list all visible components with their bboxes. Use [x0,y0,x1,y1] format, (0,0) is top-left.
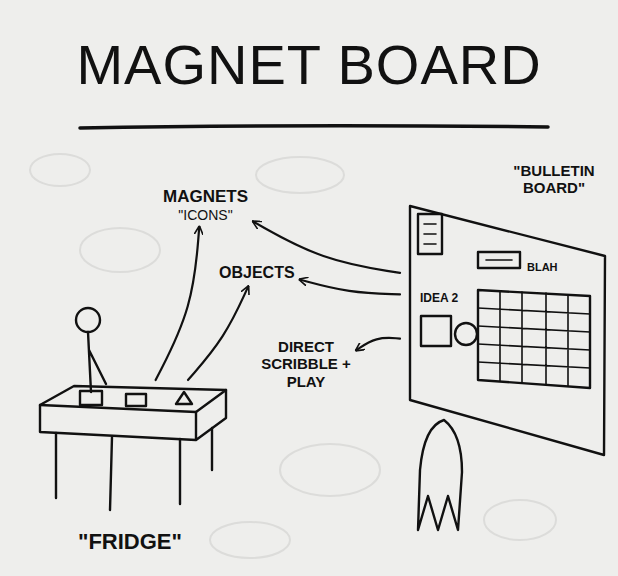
table-triangle [176,392,192,404]
texture-swirl [210,522,290,558]
board-outline [410,206,605,455]
table-front [40,390,226,440]
table-legs [56,428,212,510]
node-text: "BULLETIN BOARD" [502,162,606,197]
board-grid-lines [478,291,590,386]
label-holder: "BULLETIN BOARD" [502,162,606,197]
node-text: MAGNETS [163,187,248,207]
board-note [418,214,442,254]
objects-label: OBJECTS [214,260,300,286]
sketch-arrow [300,280,400,295]
board-card-mark [486,259,512,261]
label-holder: "FRIDGE" [30,529,230,554]
person-body [88,332,106,392]
standing-figure [418,420,462,530]
title: MAGNET BOARD [0,34,618,96]
texture-swirl [484,500,556,540]
board-note-marks [424,224,436,244]
table-top [40,386,226,412]
sketch-arrow [356,338,400,350]
sketch-arrow [156,227,200,380]
texture-swirl [80,228,160,272]
board-note-text: IDEA 2 [420,292,458,305]
bulletin-board: "BULLETIN BOARD" [400,160,612,460]
sketch-arrow [188,286,248,380]
board-circle [455,323,477,345]
board-card [478,252,520,268]
title-underline [80,126,548,128]
board-grid [478,290,590,388]
node-subtext: "ICONS" [163,207,248,223]
table-item [80,391,102,405]
table-item [126,394,146,406]
node-text: "FRIDGE" [30,529,230,554]
board-square [421,316,451,346]
node-text: DIRECT SCRIBBLE + PLAY [261,338,351,390]
texture-swirl [280,444,380,496]
node-text: OBJECTS [219,264,295,282]
person-head [76,308,100,332]
magnets-label: MAGNETS"ICONS" [158,183,253,227]
fridge-table: "FRIDGE" [30,380,230,560]
scribble-label: DIRECT SCRIBBLE + PLAY [256,334,356,394]
texture-swirl [256,157,344,193]
texture-swirl [30,154,90,186]
board-note-text: BLAH [527,261,558,273]
